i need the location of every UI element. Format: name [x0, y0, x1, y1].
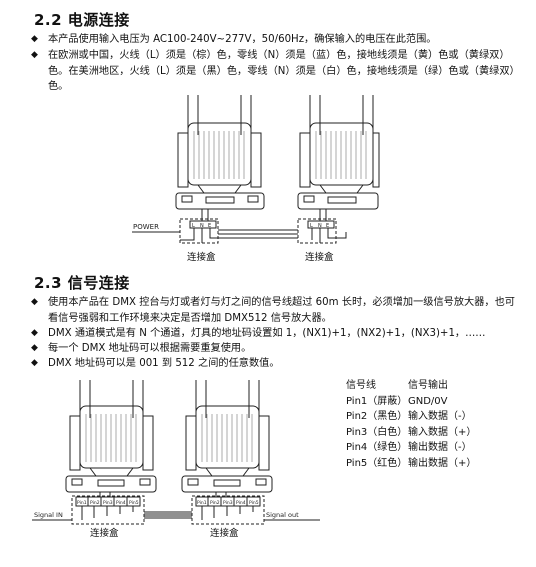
- pin-output: 输入数据（+）: [408, 426, 477, 438]
- section-title-signal: 2.3 信号连接: [34, 274, 130, 292]
- diamond-bullet-icon: ◆: [31, 34, 38, 44]
- pin-table-row: Pin5（红色） 输出数据（+）: [346, 456, 476, 472]
- pin-table-row: Pin3（白色） 输入数据（+）: [346, 425, 476, 441]
- moving-head-fixture-2: [297, 95, 380, 210]
- bullet-wire-colors: ◆ 在欧洲或中国，火线（L）须是（棕）色，零线（N）须是（蓝）色，接地线须是（黄…: [31, 48, 517, 95]
- moving-head-fixture-2: [181, 380, 273, 493]
- bullet-address-range-text: DMX 地址码可以是 001 到 512 之间的任意数值。: [48, 358, 280, 369]
- pin-table-row: Pin4（绿色） 输出数据（-）: [346, 440, 476, 456]
- terminal-n: N: [200, 223, 204, 229]
- bullet-channel-mode-text: DMX 通道模式是有 N 个通道，灯具的地址码设置如 1，(NX1)+1，(NX…: [48, 328, 486, 339]
- section-title-power: 2.2 电源连接: [34, 11, 130, 29]
- pin-label: Pin1: [77, 500, 87, 506]
- pin-label: Pin4: [236, 500, 246, 506]
- bullet-channel-mode: ◆ DMX 通道模式是有 N 个通道，灯具的地址码设置如 1，(NX1)+1，(…: [31, 326, 517, 342]
- moving-head-fixture-1: [175, 95, 265, 210]
- pin-name: Pin3（白色）: [346, 426, 408, 438]
- bullet-address-range: ◆ DMX 地址码可以是 001 到 512 之间的任意数值。: [31, 356, 517, 372]
- terminal-l: L: [192, 223, 195, 229]
- bullet-wire-colors-text: 在欧洲或中国，火线（L）须是（棕）色，零线（N）须是（蓝）色，接地线须是（黄）色…: [48, 50, 515, 92]
- pin-output: 输入数据（-）: [408, 411, 472, 423]
- bullet-address-reuse: ◆ 每一个 DMX 地址码可以根据需要重复使用。: [31, 341, 517, 357]
- pin-label: Pin3: [223, 500, 233, 506]
- pin-output: 输出数据（-）: [408, 442, 472, 454]
- pin-signal-table: 信号线 信号输出 Pin1（屏蔽） GND/0V Pin2（黑色） 输入数据（-…: [346, 378, 476, 472]
- bullet-voltage: ◆ 本产品使用输入电压为 AC100-240V~277V，50/60Hz，确保输…: [31, 32, 517, 48]
- pin-label: Pin5: [249, 500, 259, 506]
- pin-table-row: Pin2（黑色） 输入数据（-）: [346, 409, 476, 425]
- moving-head-fixture-1: [65, 380, 157, 493]
- pin-table-header: 信号线 信号输出: [346, 378, 476, 394]
- pin-label: Pin3: [103, 500, 113, 506]
- pin-output: GND/0V: [408, 395, 448, 407]
- bullet-address-reuse-text: 每一个 DMX 地址码可以根据需要重复使用。: [48, 343, 252, 354]
- bullet-amplifier: ◆ 使用本产品在 DMX 控台与灯或者灯与灯之间的信号线超过 60m 长时，必须…: [31, 295, 517, 326]
- power-connection-diagram: POWER L N E L N E 连接盒 连接盒: [132, 95, 380, 263]
- pin-label: Pin2: [90, 500, 100, 506]
- diamond-bullet-icon: ◆: [31, 343, 38, 353]
- terminal-n: N: [318, 223, 322, 229]
- diamond-bullet-icon: ◆: [31, 328, 38, 338]
- pin-output: 输出数据（+）: [408, 457, 477, 469]
- header-signal-output: 信号输出: [408, 380, 448, 391]
- terminal-e: E: [326, 223, 329, 229]
- diamond-bullet-icon: ◆: [31, 50, 38, 60]
- pin-label: Pin5: [129, 500, 139, 506]
- terminal-l: L: [310, 223, 313, 229]
- pin-name: Pin4（绿色）: [346, 442, 408, 454]
- pin-table-row: Pin1（屏蔽） GND/0V: [346, 394, 476, 410]
- diamond-bullet-icon: ◆: [31, 297, 38, 307]
- signal-out-label: Signal out: [266, 511, 299, 519]
- junction-box-label-2: 连接盒: [305, 251, 334, 263]
- diamond-bullet-icon: ◆: [31, 358, 38, 368]
- pin-label: Pin4: [116, 500, 126, 506]
- pin-name: Pin1（屏蔽）: [346, 395, 408, 407]
- pin-name: Pin2（黑色）: [346, 411, 408, 423]
- signal-in-label: Signal IN: [34, 511, 63, 519]
- junction-box-label-1: 连接盒: [187, 251, 216, 263]
- bullet-voltage-text: 本产品使用输入电压为 AC100-240V~277V，50/60Hz，确保输入的…: [48, 34, 437, 45]
- junction-box-label-2: 连接盒: [210, 527, 239, 539]
- pin-label: Pin1: [197, 500, 207, 506]
- power-line-label: POWER: [133, 223, 159, 231]
- bullet-amplifier-text: 使用本产品在 DMX 控台与灯或者灯与灯之间的信号线超过 60m 长时，必须增加…: [48, 297, 515, 324]
- pin-name: Pin5（红色）: [346, 457, 408, 469]
- pin-label: Pin2: [210, 500, 220, 506]
- dmx-signal-connection-diagram: Pin1 Pin2 Pin3 Pin4 Pin5 Pin1 Pin2 Pin3 …: [32, 380, 320, 539]
- terminal-e: E: [208, 223, 211, 229]
- header-signal-line: 信号线: [346, 380, 376, 391]
- junction-box-label-1: 连接盒: [90, 527, 119, 539]
